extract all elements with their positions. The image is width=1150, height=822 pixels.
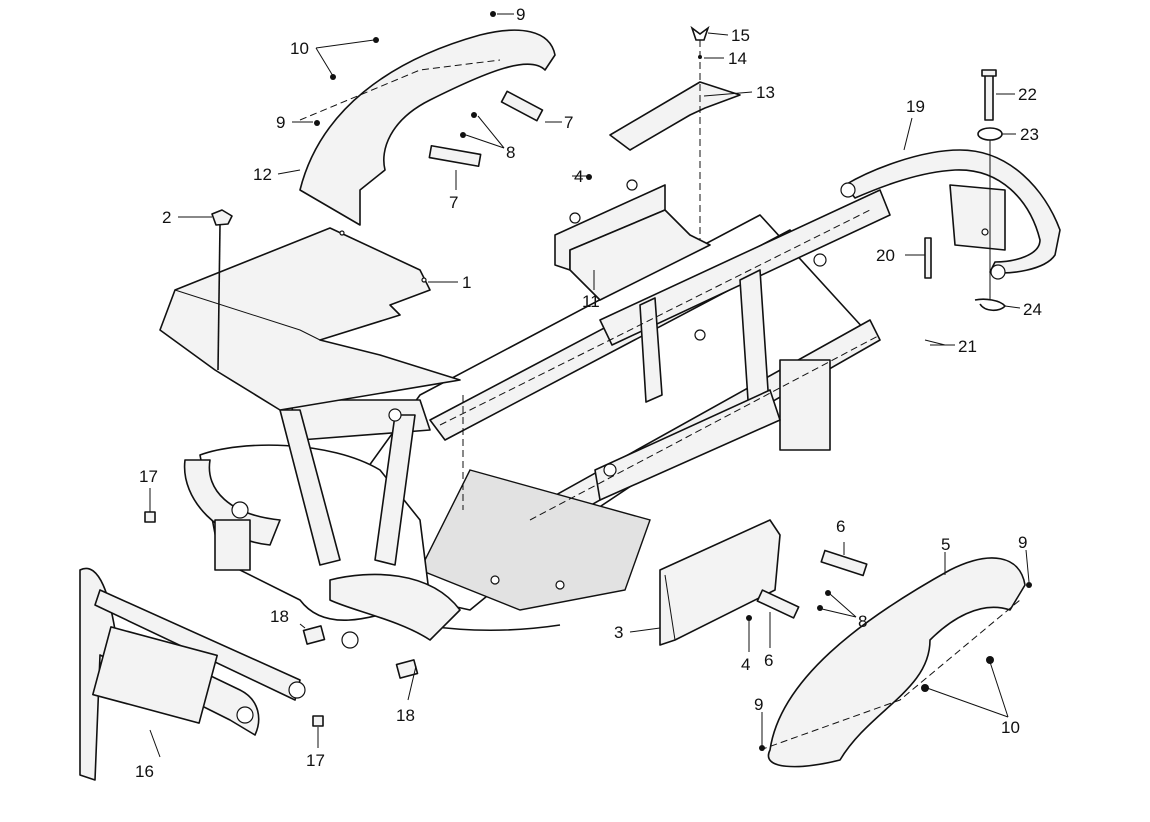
right-fender	[759, 557, 1026, 768]
callout-2: 2	[162, 208, 171, 227]
callout-13: 13	[756, 83, 775, 102]
floor-plate	[159, 227, 461, 411]
callout-5: 5	[941, 535, 950, 554]
spacers-lower	[756, 549, 868, 619]
front-frame-assembly	[183, 399, 561, 649]
callout-20: 20	[876, 246, 895, 265]
spacers-upper	[428, 90, 544, 168]
knob	[211, 209, 233, 371]
callout-8-upper: 8	[506, 143, 515, 162]
callout-12: 12	[253, 165, 272, 184]
callout-19: 19	[906, 97, 925, 116]
cover-plate	[609, 81, 741, 151]
plugs-and-bolts	[144, 511, 419, 727]
fasteners	[330, 11, 1032, 751]
callout-9-top: 9	[516, 5, 525, 24]
callout-6-lower: 6	[764, 651, 773, 670]
callout-labels: 1 2 3 4 4 5 6 6 7 7 8 8 9 9 9 9 10 10 11…	[135, 5, 1042, 781]
callout-3: 3	[614, 623, 623, 642]
rear-bumper	[840, 149, 1061, 280]
callout-9-bottom: 9	[754, 695, 763, 714]
callout-22: 22	[1018, 85, 1037, 104]
leader-lines	[149, 13, 1030, 758]
callout-18-left: 18	[270, 607, 289, 626]
front-bumper	[79, 567, 306, 781]
callout-8-lower: 8	[858, 612, 867, 631]
callout-23: 23	[1020, 125, 1039, 144]
left-fender	[299, 29, 556, 226]
callout-24: 24	[1023, 300, 1042, 319]
callout-6-upper: 6	[836, 517, 845, 536]
callout-4-lower: 4	[741, 655, 750, 674]
callout-18-right: 18	[396, 706, 415, 725]
side-bracket	[659, 519, 781, 646]
mounting-bracket	[554, 179, 711, 301]
callout-15: 15	[731, 26, 750, 45]
main-frame	[329, 189, 891, 611]
callout-14: 14	[728, 49, 747, 68]
callout-7-lower: 7	[449, 193, 458, 212]
callout-17-lower: 17	[306, 751, 325, 770]
callout-1: 1	[462, 273, 471, 292]
callout-17-upper: 17	[139, 467, 158, 486]
callout-21: 21	[958, 337, 977, 356]
callout-4-upper: 4	[574, 167, 583, 186]
callout-10-lower: 10	[1001, 718, 1020, 737]
callout-9-left: 9	[276, 113, 285, 132]
callout-10-upper: 10	[290, 39, 309, 58]
callout-9-right: 9	[1018, 533, 1027, 552]
callout-11: 11	[582, 292, 600, 311]
callout-16: 16	[135, 762, 154, 781]
callout-7-upper: 7	[564, 113, 573, 132]
